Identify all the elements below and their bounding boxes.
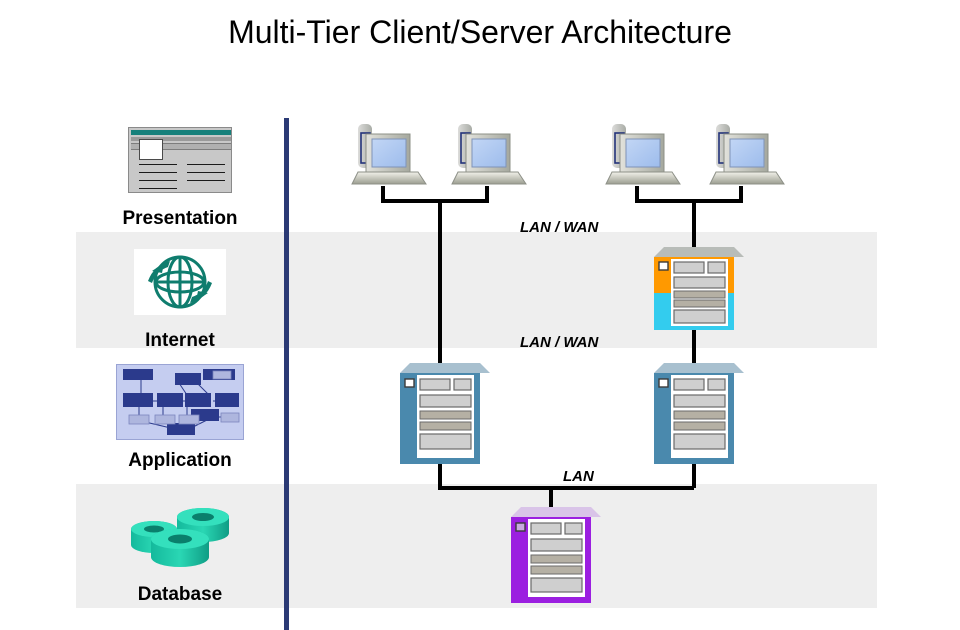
page-title: Multi-Tier Client/Server Architecture — [228, 14, 732, 50]
window-toolbar — [131, 143, 231, 150]
tier-internet-icon-wrap — [76, 240, 284, 324]
network-label-lanwan-upper: LAN / WAN — [520, 219, 599, 236]
window-text-lines-right — [187, 164, 225, 188]
window-combobox — [139, 139, 163, 160]
connector-right-client-2-drop — [694, 186, 743, 203]
window-titlebar — [131, 130, 231, 135]
application-window-icon — [128, 127, 232, 193]
workstation-client-left-2 — [451, 124, 527, 185]
tier-label-presentation: Presentation — [122, 208, 238, 229]
database-cylinders-icon — [125, 501, 235, 571]
server-application-left — [400, 363, 490, 464]
connector-left-client-2-drop — [440, 186, 489, 203]
tier-label-database: Database — [137, 584, 223, 605]
workstation-client-right-1 — [605, 124, 681, 185]
network-label-lan: LAN — [563, 468, 594, 485]
tier-presentation-icon-wrap — [76, 118, 284, 202]
network-label-lanwan-lower: LAN / WAN — [520, 334, 599, 351]
server-application-right — [654, 363, 744, 464]
workstation-client-left-1 — [351, 124, 427, 185]
tier-database-icon-wrap — [76, 494, 284, 578]
window-text-lines-left — [139, 164, 177, 196]
tier-label-application: Application — [128, 450, 232, 471]
vertical-divider — [284, 118, 289, 630]
globe-icon — [134, 249, 226, 315]
tier-band-database — [76, 484, 877, 608]
tier-internet: Internet — [76, 240, 284, 352]
tier-application: Application — [76, 360, 284, 472]
tier-application-icon-wrap — [76, 360, 284, 444]
process-flowchart-icon — [116, 364, 244, 440]
tier-label-internet: Internet — [145, 330, 215, 351]
tier-presentation: Presentation — [76, 118, 284, 230]
tier-database: Database — [76, 494, 284, 606]
workstation-client-right-2 — [709, 124, 785, 185]
window-menubar — [131, 137, 231, 141]
